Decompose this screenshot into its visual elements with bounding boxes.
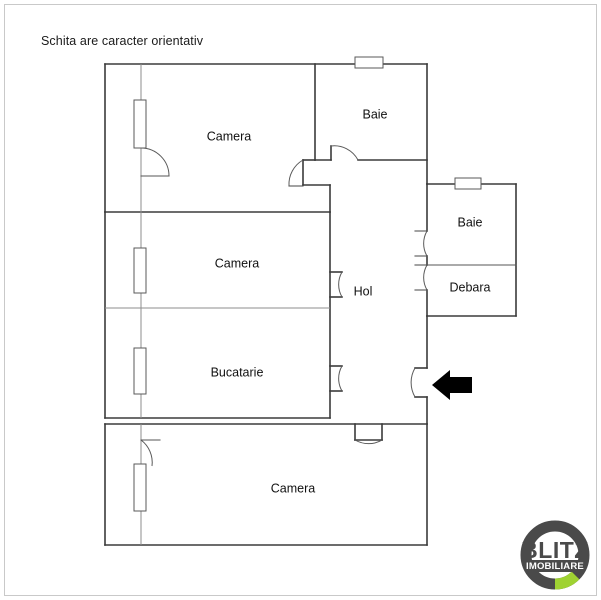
entrance-arrow <box>432 370 472 400</box>
door-camera-bottom-arc <box>354 439 383 445</box>
plan-caption: Schita are caracter orientativ <box>41 34 204 48</box>
door-camera-bottom-left-arc <box>140 439 153 467</box>
door-entrance-arc <box>410 367 416 398</box>
logo-brand-text: BLITZ <box>521 537 589 563</box>
logo-tagline-text: IMOBILIARE <box>526 561 584 572</box>
room-label-debara: Debara <box>450 280 491 294</box>
room-labels: Camera Baie Camera Hol Baie Debara Bucat… <box>207 107 491 495</box>
door-bucatarie-arc <box>338 365 343 392</box>
door-baie-right-arc <box>423 230 428 257</box>
door-camera-mid-arc <box>338 271 343 298</box>
door-debara-arc <box>423 264 428 291</box>
window-top-baie <box>354 56 384 69</box>
room-label-camera-middle: Camera <box>215 256 260 270</box>
room-label-bucatarie: Bucatarie <box>211 365 264 379</box>
window-camera-top <box>133 99 147 149</box>
room-label-baie-right: Baie <box>457 215 482 229</box>
door-swings <box>140 145 428 467</box>
logo-accent-arc <box>554 571 580 590</box>
room-label-baie-top: Baie <box>362 107 387 121</box>
interior-walls <box>302 63 428 441</box>
logo-band <box>525 560 585 572</box>
blitz-imobiliare-logo: BLITZ IMOBILIARE <box>520 520 590 590</box>
door-camera-top-arc <box>140 147 170 177</box>
door-baie-top-arc <box>330 145 359 161</box>
entrance-arrow-glyph <box>432 370 472 400</box>
room-label-hol: Hol <box>354 284 373 298</box>
door-camera-top-hol-arc <box>288 159 304 187</box>
window-camera-bottom <box>133 463 147 512</box>
window-right-baie <box>454 177 482 190</box>
room-label-camera-top: Camera <box>207 129 252 143</box>
room-label-camera-bottom: Camera <box>271 481 316 495</box>
window-bucatarie <box>133 347 147 395</box>
exterior-walls <box>104 63 517 546</box>
window-symbols <box>133 56 482 512</box>
window-camera-mid <box>133 247 147 294</box>
